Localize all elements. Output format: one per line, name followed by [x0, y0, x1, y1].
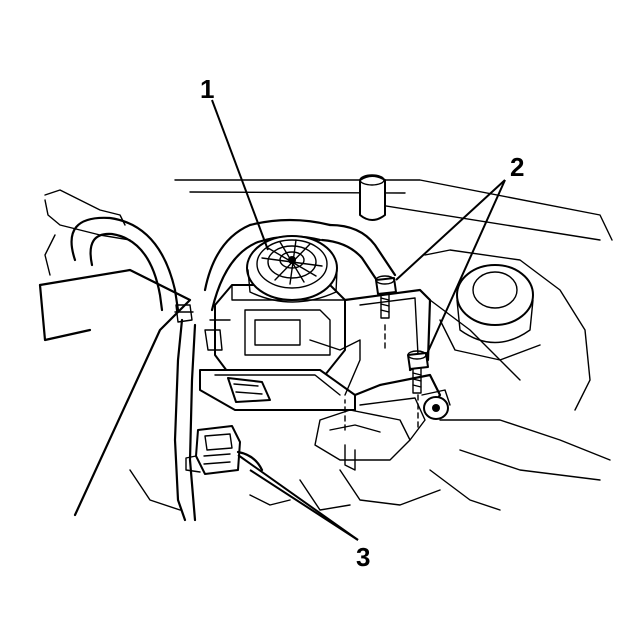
reservoir-cap [439, 264, 541, 361]
component-1-actuator [199, 235, 361, 411]
leader-3a [237, 454, 359, 541]
callout-2-label: 2 [510, 152, 524, 182]
leader-3b [249, 469, 359, 541]
callout-1-label: 1 [200, 74, 214, 104]
component-3-connector [185, 425, 264, 475]
hoses [70, 216, 397, 522]
bolt-lower [407, 350, 429, 394]
bolt-upper [375, 275, 397, 319]
post [359, 174, 386, 221]
leader-2a [395, 179, 506, 281]
background-structure [38, 179, 613, 517]
leader-2b [425, 179, 506, 357]
leader-1 [211, 99, 269, 251]
leader-lines [211, 99, 506, 541]
callout-3-label: 3 [356, 542, 370, 572]
